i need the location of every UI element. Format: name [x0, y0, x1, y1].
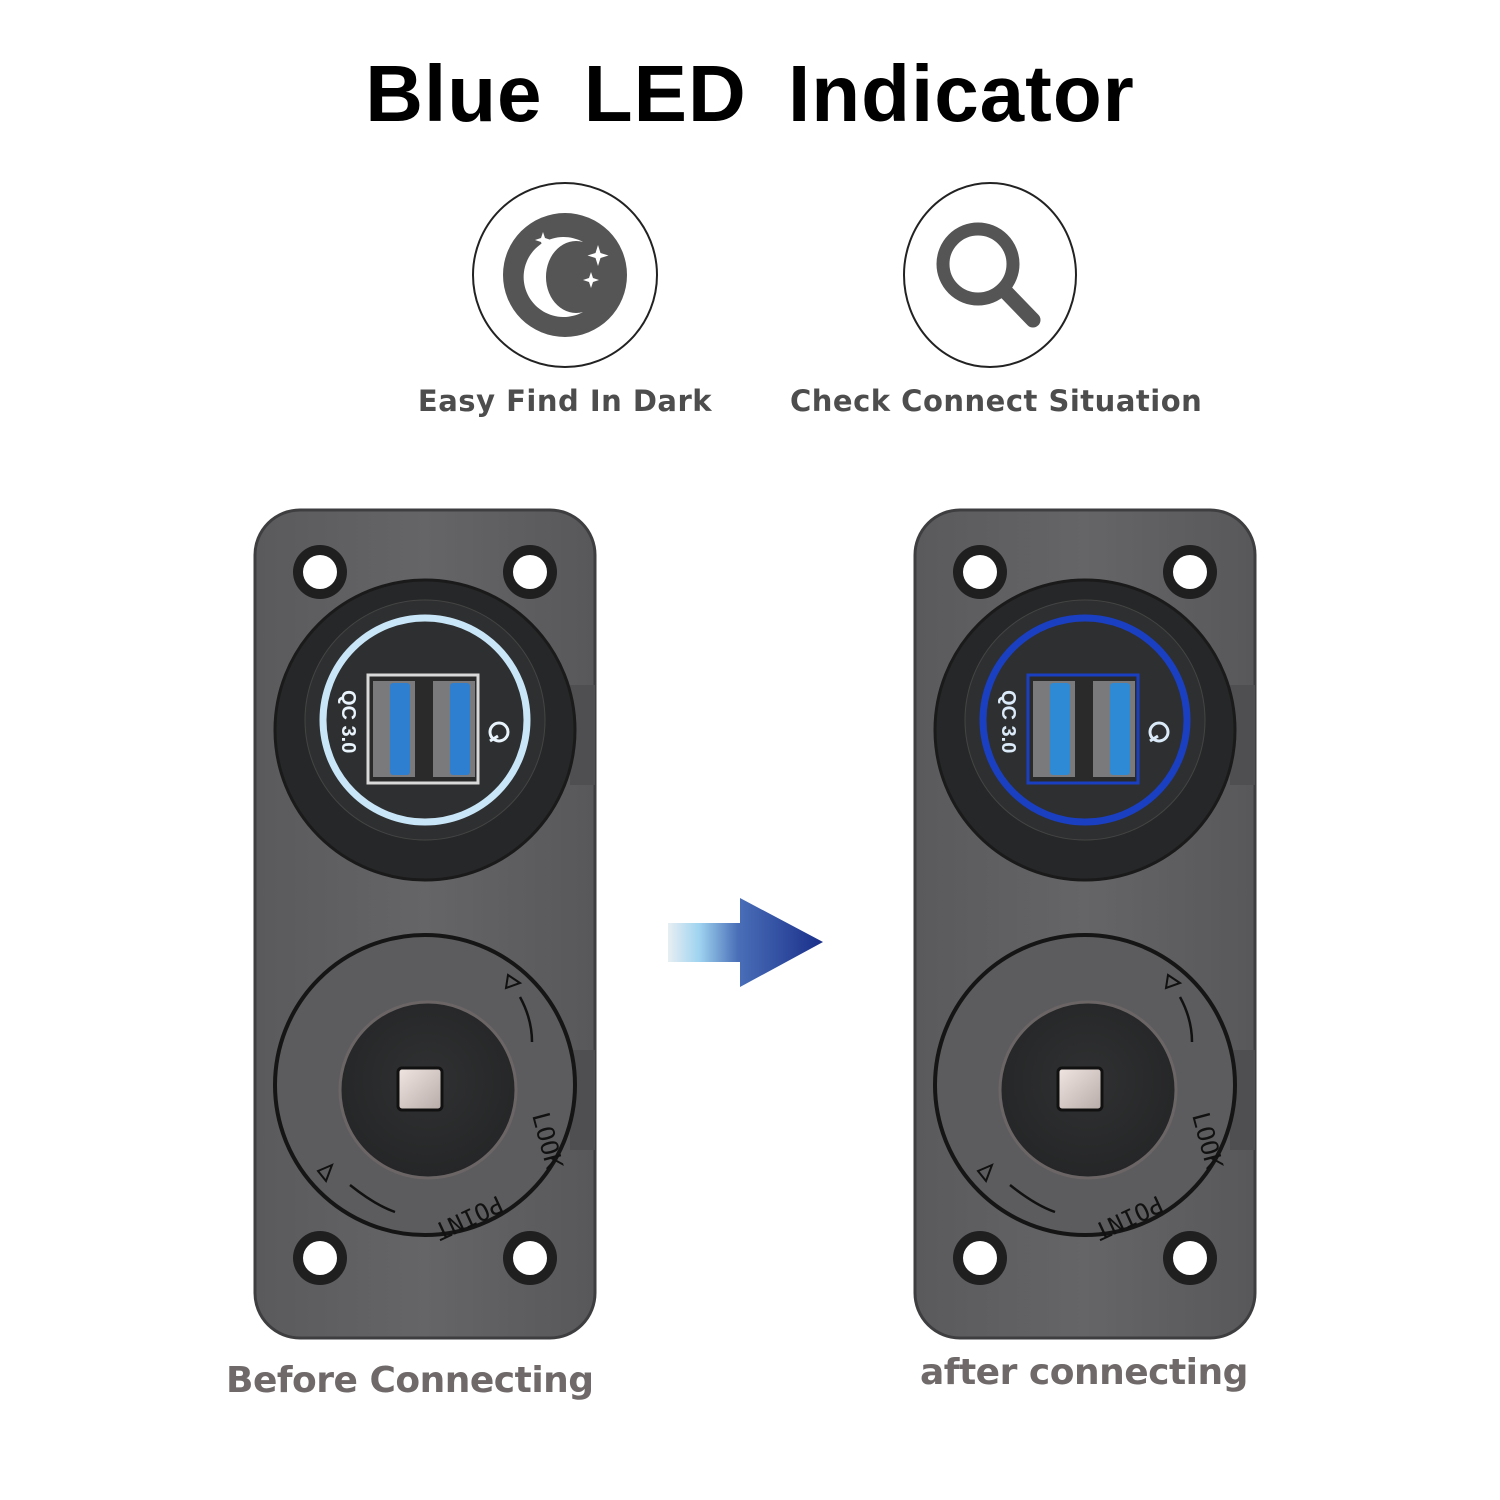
panel-before: QC 3.0 LOOK POINT: [250, 505, 610, 1350]
caption-before: Before Connecting: [226, 1360, 594, 1401]
feature-easy-find-in-dark: Easy Find In Dark: [410, 180, 720, 418]
socket-panel: QC 3.0 LOOK POINT: [913, 508, 1257, 1340]
magnifier-icon: [903, 182, 1077, 368]
socket-panel: QC 3.0 LOOK POINT: [253, 508, 597, 1340]
caption-after: after connecting: [920, 1352, 1248, 1393]
feature-check-connect-situation: Check Connect Situation: [790, 180, 1203, 418]
qc-label: QC 3.0: [997, 690, 1019, 753]
mounting-holes: [953, 545, 1217, 1285]
arrow-right-icon: [668, 898, 823, 987]
mounting-holes: [293, 545, 557, 1285]
led-ring: [979, 614, 1191, 826]
led-ring: [319, 614, 531, 826]
panel-after: QC 3.0 LOOK POINT: [910, 505, 1270, 1350]
qc-label: QC 3.0: [337, 690, 359, 753]
feature-label: Check Connect Situation: [790, 384, 1203, 418]
page-title: Blue LED Indicator: [365, 49, 1135, 138]
moon-stars-icon: [472, 182, 658, 368]
feature-label: Easy Find In Dark: [417, 384, 713, 418]
